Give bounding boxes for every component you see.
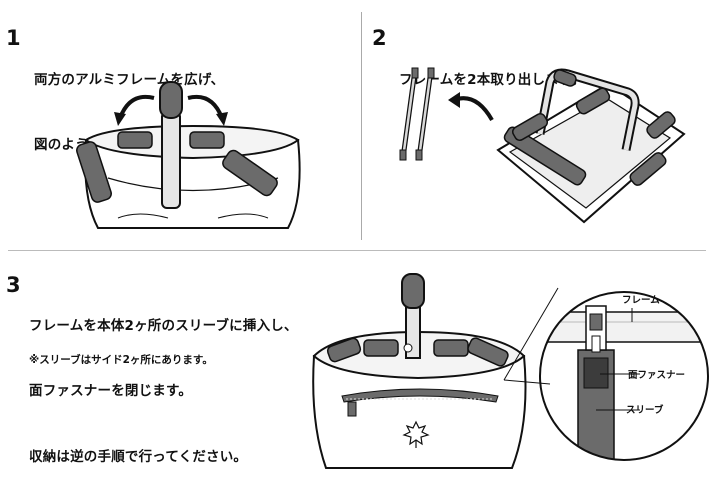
step-3-number: 3 <box>6 273 21 297</box>
left-side-sleeve <box>76 141 112 203</box>
step-3-line-3: 収納は逆の手順で行ってください。 <box>29 448 248 465</box>
sleeve-zoom-callout <box>539 291 709 461</box>
basket-body <box>312 355 527 469</box>
step-3-basket-illustration <box>312 273 527 469</box>
removed-frames-illustration <box>399 67 435 161</box>
step-2-line-1: フレームを2本取り出します。 <box>399 71 585 88</box>
vertical-divider <box>361 12 362 240</box>
step-2-instructions: フレームを2本取り出します。 <box>399 26 585 113</box>
right-top-strap <box>433 339 469 357</box>
right-side-sleeve <box>222 149 278 197</box>
left-top-strap <box>117 131 153 149</box>
step-3-line-1: フレームを本体2ヶ所のスリーブに挿入し、 <box>29 317 298 334</box>
left-side-sleeve <box>326 337 362 363</box>
step-2-basket-illustration <box>496 68 686 224</box>
aluminum-frame-handle <box>161 111 181 209</box>
callout-leader-lines <box>503 287 559 385</box>
callout-sleeve-label: スリーブ <box>626 405 664 416</box>
zipper-pocket <box>341 388 499 403</box>
horizontal-divider <box>8 250 706 251</box>
step-3-note: ※スリーブはサイド2ヶ所にあります。 <box>29 354 213 366</box>
step-3-line-2: 面ファスナーを閉じます。 <box>29 383 193 400</box>
right-top-strap <box>189 131 225 149</box>
step-1-illustration <box>76 81 301 229</box>
curved-arrow-icon <box>448 92 494 122</box>
callout-frame-label: フレーム <box>622 295 660 306</box>
callout-fastener-label: 面ファスナー <box>628 370 686 381</box>
left-top-strap <box>363 339 399 357</box>
right-side-sleeve <box>467 337 509 367</box>
step-1-number: 1 <box>6 26 21 50</box>
zoom-fastener <box>583 357 609 389</box>
handle-grip <box>401 273 425 309</box>
maple-leaf-logo-icon <box>402 420 430 448</box>
handle-grip <box>159 81 183 119</box>
zoom-frame-bar <box>540 311 707 343</box>
step-3-instructions: フレームを本体2ヶ所のスリーブに挿入し、 面ファスナーを閉じます。 収納は逆の手… <box>29 272 298 491</box>
step-2-number: 2 <box>372 26 387 50</box>
